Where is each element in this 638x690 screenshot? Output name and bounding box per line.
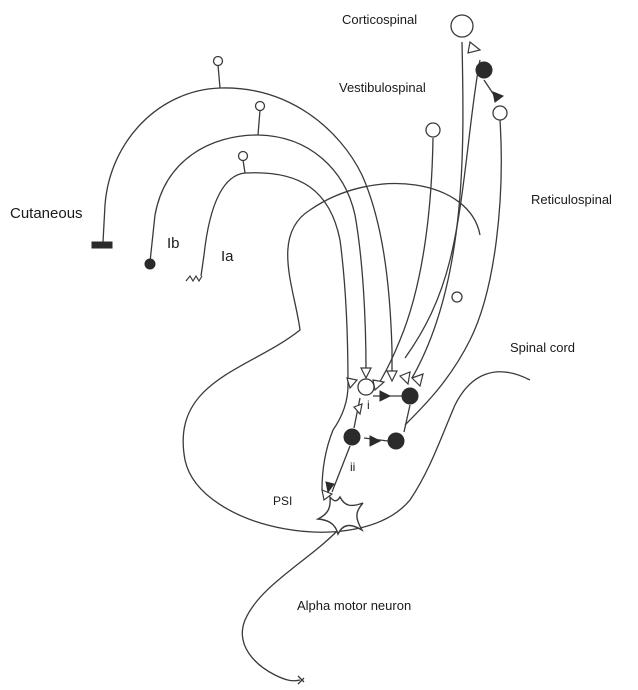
vestibulospinal-label: Vestibulospinal bbox=[339, 80, 426, 95]
ia-label: Ia bbox=[221, 248, 234, 265]
cutaneous-terminal bbox=[387, 371, 397, 381]
cutaneous-label: Cutaneous bbox=[10, 205, 83, 222]
reticulospinal-small-soma bbox=[452, 292, 462, 302]
corticospinal-collateral bbox=[405, 60, 480, 358]
ia-ganglion-soma bbox=[239, 152, 248, 161]
cutaneous-ganglion-soma bbox=[214, 57, 223, 66]
corticospinal-label: Corticospinal bbox=[342, 12, 417, 27]
vestibulospinal-tract bbox=[378, 138, 433, 385]
vertical-interneuron-link bbox=[404, 405, 410, 432]
ib-ganglion-soma bbox=[256, 102, 265, 111]
reticulospinal-soma bbox=[493, 106, 507, 120]
ib-terminal bbox=[361, 368, 371, 378]
corticospinal-soma bbox=[451, 15, 473, 37]
spinal-cord-outline bbox=[183, 184, 530, 533]
inhibitory-terminal-bottom bbox=[370, 436, 380, 446]
corticospinal-terminal bbox=[400, 372, 410, 384]
interneuron-i-label: i bbox=[367, 398, 370, 412]
vestibulospinal-terminal-lower bbox=[354, 404, 362, 414]
vestibulospinal-terminal bbox=[373, 380, 384, 390]
ib-dorsal-root-stalk bbox=[258, 110, 260, 135]
interneuron-bottom-right-soma bbox=[388, 433, 404, 449]
ia-dorsal-root-stalk bbox=[243, 160, 245, 173]
corticospinal-terminal-top bbox=[468, 42, 480, 53]
interneuron-top-right-soma bbox=[402, 388, 418, 404]
inhibitory-terminal-top bbox=[380, 391, 390, 401]
cortical-interneuron-terminal bbox=[493, 92, 503, 102]
vestibulospinal-soma bbox=[426, 123, 440, 137]
ia-receptor-ending bbox=[186, 276, 202, 281]
interneuron-ii-soma bbox=[344, 429, 360, 445]
interneuron-i-soma bbox=[358, 379, 374, 395]
interneuron-ii-label: ii bbox=[350, 460, 355, 474]
ia-afferent-fiber bbox=[201, 173, 348, 490]
ib-label: Ib bbox=[167, 235, 180, 252]
spinal-cord-label: Spinal cord bbox=[510, 340, 575, 355]
reticulospinal-label: Reticulospinal bbox=[531, 192, 612, 207]
ib-afferent-fiber bbox=[150, 135, 366, 370]
cutaneous-afferent-fiber bbox=[103, 88, 392, 378]
interneuron-ii-to-psi-link bbox=[332, 446, 350, 492]
ib-receptor-ending bbox=[145, 259, 155, 269]
cortical-interneuron-soma bbox=[476, 62, 492, 78]
alpha-motor-neuron-label: Alpha motor neuron bbox=[297, 598, 411, 613]
cutaneous-dorsal-root-stalk bbox=[218, 65, 220, 88]
cutaneous-receptor-ending bbox=[92, 242, 112, 248]
psi-label: PSI bbox=[273, 494, 292, 508]
